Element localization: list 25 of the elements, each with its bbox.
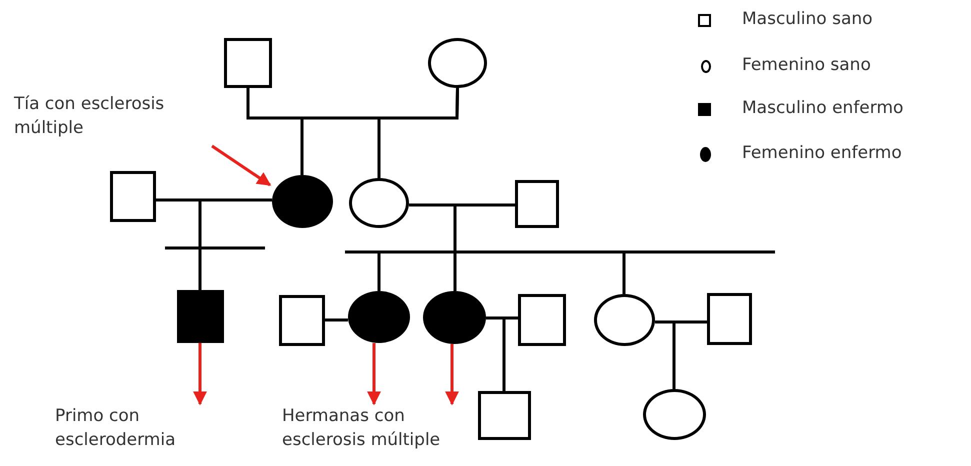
pedigree-line [198,198,272,290]
pedigree-line [378,88,459,178]
male-square [478,391,531,440]
arrow [445,344,459,406]
annotation-text: Hermanas con esclerosis múltiple [282,405,487,453]
pedigree-line [486,316,506,391]
affected-male-square [177,290,224,343]
male-square [707,293,752,345]
legend-text: Femenino sano [742,54,871,74]
male-square [224,38,272,88]
male-square [110,171,156,222]
annotation-text: Tía con esclerosis múltiple [14,93,229,141]
pedigree-line [409,204,626,294]
legend-text: Femenino enfermo [742,142,902,162]
legend-text: Masculino enfermo [742,98,904,118]
male-square [518,294,566,346]
annotation-text: Primo con esclerodermia [55,405,205,453]
male-square [515,180,559,228]
arrow [193,343,207,406]
pedigree-line [655,320,676,389]
arrow [211,144,272,186]
pedigree-line [325,318,348,322]
legend-text: Masculino sano [742,8,873,28]
male-square [279,295,325,346]
arrow [367,343,381,406]
